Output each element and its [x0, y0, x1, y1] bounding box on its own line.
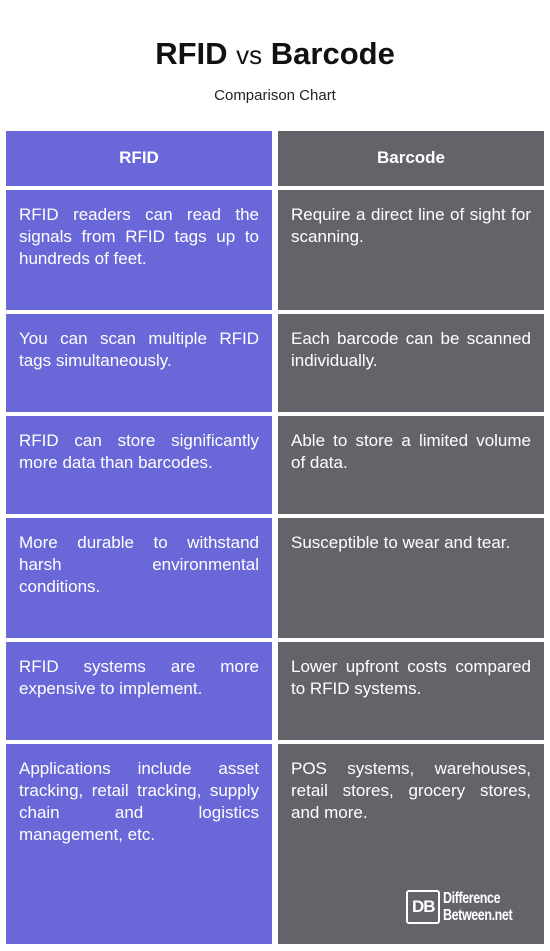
barcode-cell-text: POS systems, warehouses, retail stores, …	[291, 759, 531, 822]
rfid-cell: More durable to withstand harsh environm…	[6, 518, 272, 638]
table-row: You can scan multiple RFID tags simultan…	[6, 314, 544, 416]
table-row: More durable to withstand harsh environm…	[6, 518, 544, 642]
column-header-barcode: Barcode	[278, 131, 544, 186]
table-row: RFID readers can read the signals from R…	[6, 190, 544, 314]
barcode-cell: Each barcode can be scanned individually…	[278, 314, 544, 412]
logo-line-2: Between.net	[443, 907, 513, 924]
rfid-cell: Applications include asset tracking, ret…	[6, 744, 272, 944]
title-barcode: Barcode	[270, 36, 395, 71]
rfid-cell: RFID systems are more expensive to imple…	[6, 642, 272, 740]
table-row: Applications include asset tracking, ret…	[6, 744, 544, 944]
differencebetween-logo: DB Difference Between.net	[406, 890, 532, 924]
rfid-cell: RFID can store significantly more data t…	[6, 416, 272, 514]
comparison-table: RFID Barcode RFID readers can read the s…	[6, 131, 544, 944]
logo-wordmark: Difference Between.net	[443, 890, 532, 924]
page-subtitle: Comparison Chart	[214, 87, 336, 104]
barcode-cell: Require a direct line of sight for scann…	[278, 190, 544, 310]
table-row: RFID systems are more expensive to imple…	[6, 642, 544, 744]
page-title: RFID vs Barcode	[0, 34, 550, 75]
rfid-cell: You can scan multiple RFID tags simultan…	[6, 314, 272, 412]
barcode-cell: Susceptible to wear and tear.	[278, 518, 544, 638]
title-rfid: RFID	[155, 36, 228, 71]
table-header-row: RFID Barcode	[6, 131, 544, 190]
title-vs: vs	[236, 40, 263, 70]
barcode-cell: POS systems, warehouses, retail stores, …	[278, 744, 544, 944]
table-row: RFID can store significantly more data t…	[6, 416, 544, 518]
rfid-cell: RFID readers can read the signals from R…	[6, 190, 272, 310]
column-header-rfid: RFID	[6, 131, 272, 186]
logo-line-1: Difference	[443, 890, 501, 907]
barcode-cell: Able to store a limited volume of data.	[278, 416, 544, 514]
barcode-cell: Lower upfront costs compared to RFID sys…	[278, 642, 544, 740]
db-logo-icon: DB	[406, 890, 441, 924]
